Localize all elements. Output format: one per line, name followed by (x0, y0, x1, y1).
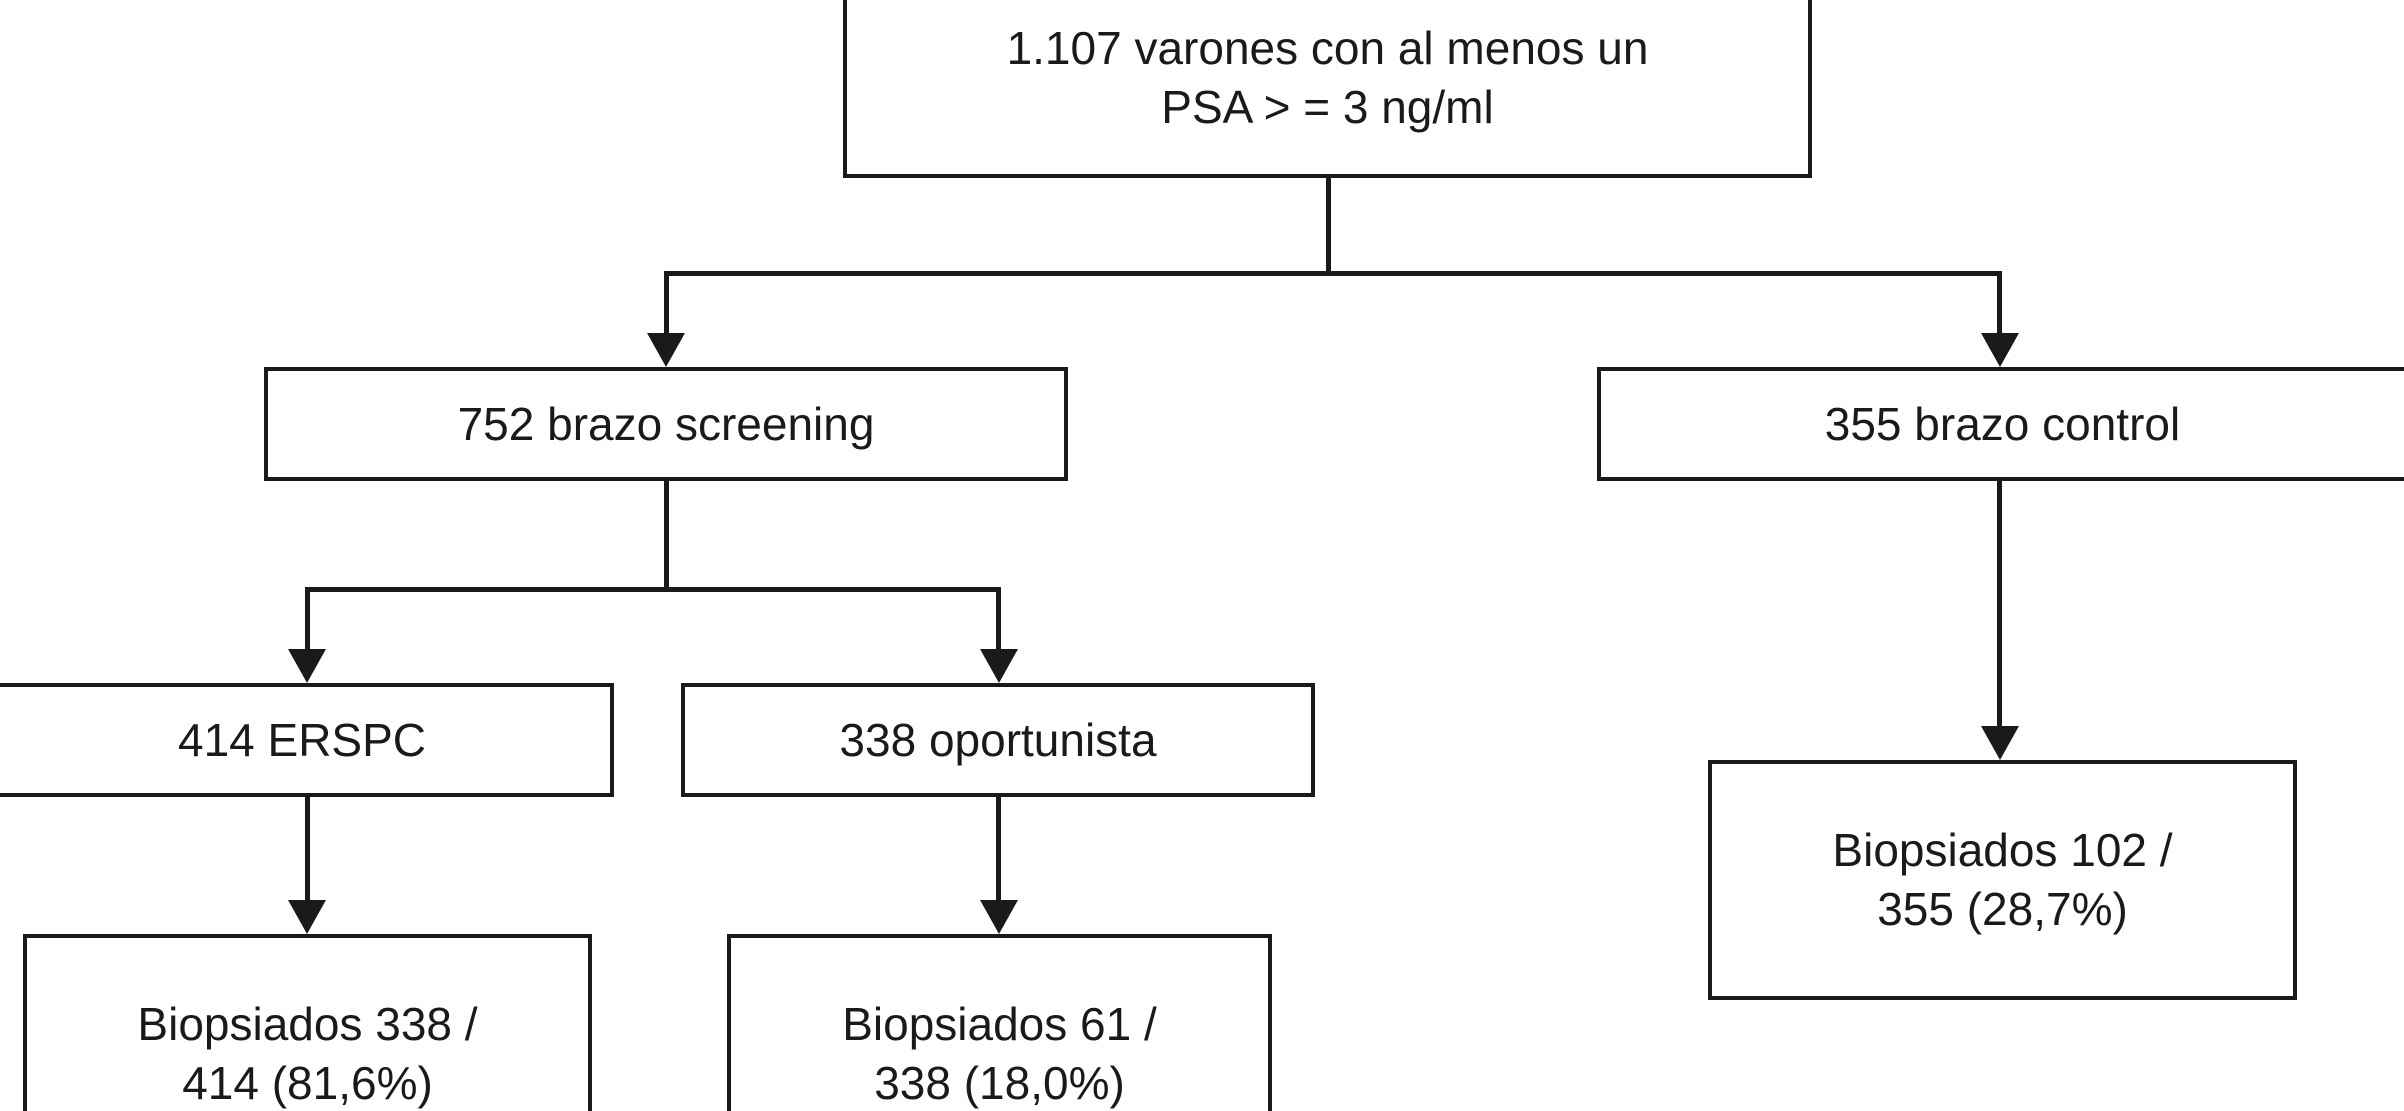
arrowhead-control-arm (1981, 333, 2019, 367)
arrowhead-biopsied-oportunista (980, 900, 1018, 934)
node-screening-arm: 752 brazo screening (264, 367, 1068, 481)
edge-screening-trunk (664, 481, 669, 591)
edge-control-to-biopsied (1997, 481, 2002, 727)
edge-root-to-control (1997, 271, 2002, 334)
node-erspc: 414 ERSPC (0, 683, 614, 797)
edge-erspc-to-biopsied (305, 797, 310, 901)
edge-root-to-screening (664, 271, 669, 334)
arrowhead-screening-arm (647, 333, 685, 367)
edge-screening-to-erspc (305, 587, 310, 650)
edge-level2-bar (305, 587, 1001, 592)
node-control-arm: 355 brazo control (1597, 367, 2404, 481)
edge-screening-to-oportunista (996, 587, 1001, 650)
arrowhead-oportunista (980, 649, 1018, 683)
node-biopsied-erspc: Biopsiados 338 / 414 (81,6%) (23, 934, 592, 1111)
node-root: 1.107 varones con al menos un PSA > = 3 … (843, 0, 1812, 178)
edge-root-trunk (1326, 178, 1331, 275)
node-biopsied-control: Biopsiados 102 / 355 (28,7%) (1708, 760, 2297, 1000)
arrowhead-biopsied-control (1981, 726, 2019, 760)
node-biopsied-oportunista: Biopsiados 61 / 338 (18,0%) (727, 934, 1272, 1111)
edge-level1-bar (664, 271, 2002, 276)
edge-oportunista-to-biopsied (996, 797, 1001, 901)
arrowhead-biopsied-erspc (288, 900, 326, 934)
node-oportunista: 338 oportunista (681, 683, 1315, 797)
arrowhead-erspc (288, 649, 326, 683)
